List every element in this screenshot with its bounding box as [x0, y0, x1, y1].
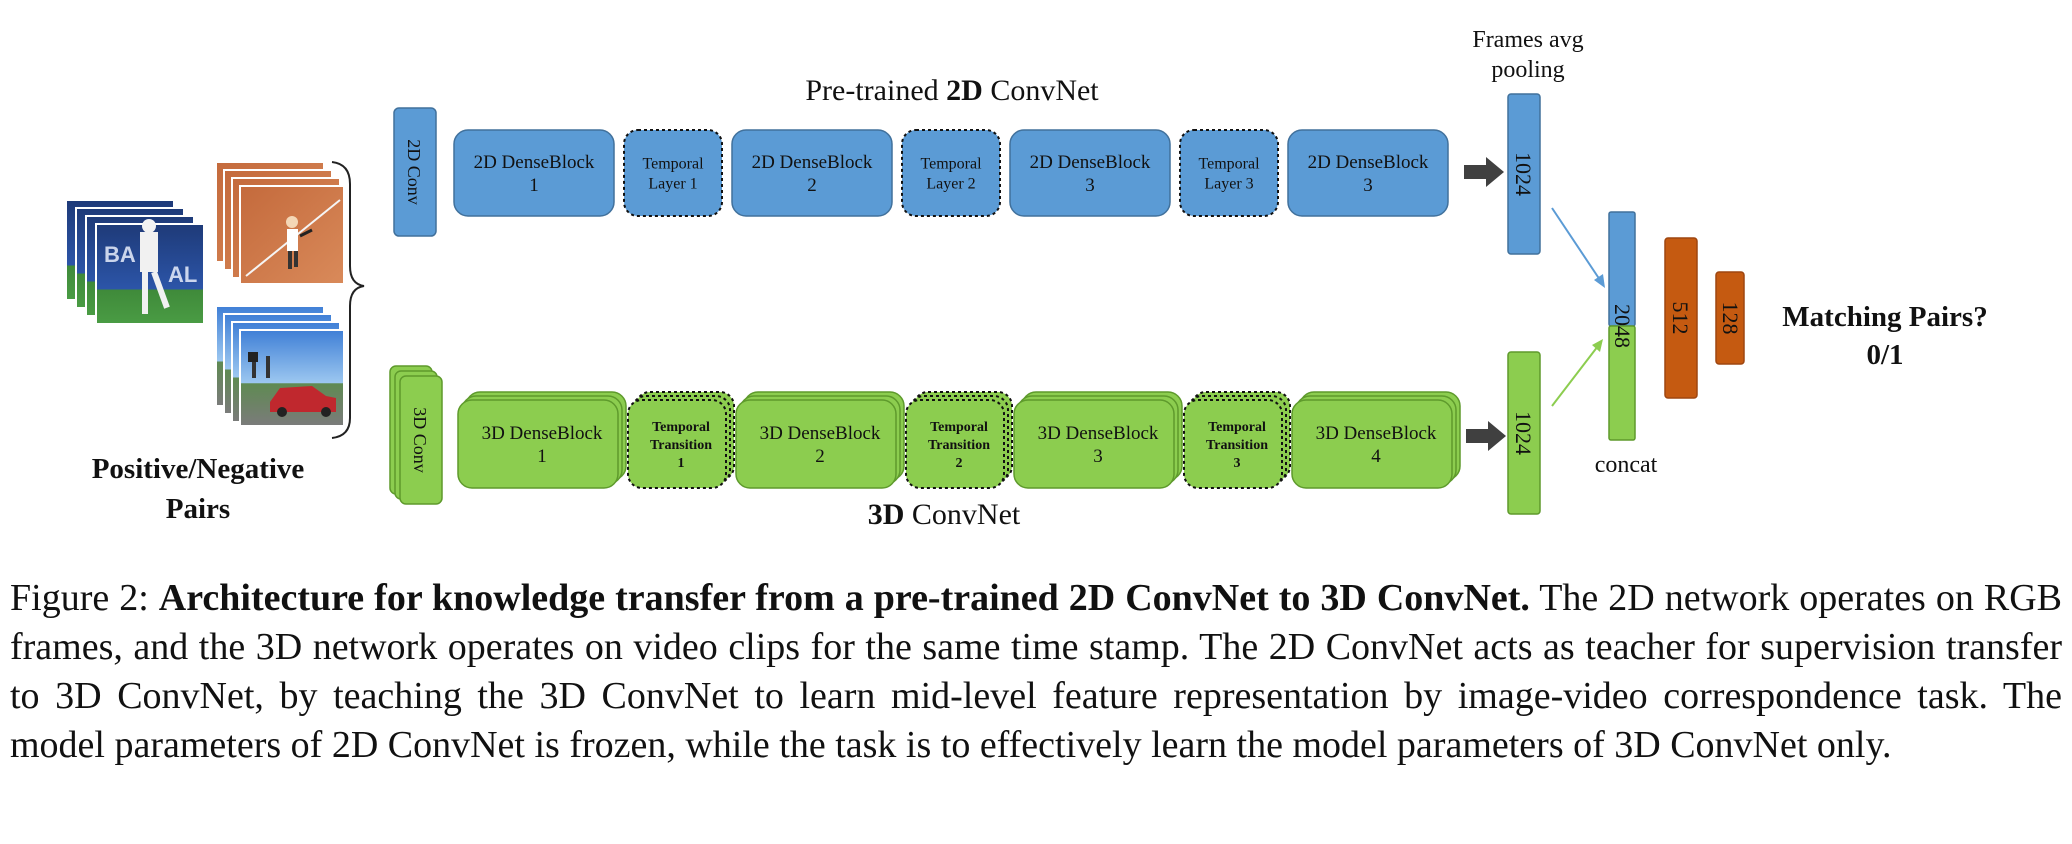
fc-512: 512	[1664, 237, 1698, 399]
net2d-conv: 2D Conv	[393, 107, 437, 237]
net3d-conv: 3D Conv	[389, 365, 443, 505]
net3d-block-6-line-2: Transition	[1206, 438, 1268, 453]
feature-2d-dim: 1024	[1511, 152, 1536, 196]
net3d-arrow	[1466, 421, 1506, 451]
fc-128-dim: 128	[1718, 302, 1743, 335]
net2d-block-4-line-1: Temporal	[920, 156, 982, 173]
concat-feature: 2048	[1608, 211, 1636, 441]
net3d-block-3-line-2: 2	[815, 446, 825, 467]
output-label-line2: 0/1	[1866, 339, 1903, 371]
net2d-block-1-line-2: 1	[529, 175, 539, 196]
net3d-block-7-line-1: 3D DenseBlock	[1316, 423, 1437, 444]
net2d-block-5-line-1: 2D DenseBlock	[1030, 152, 1151, 173]
net3d-block-2-line-1: Temporal	[652, 420, 710, 435]
net2d-block-6-line-1: Temporal	[1198, 156, 1260, 173]
pooling-label-line1: Frames avg	[1472, 27, 1583, 53]
feature-3d-dim: 1024	[1511, 411, 1536, 455]
net2d-block-1-line-1: 2D DenseBlock	[474, 152, 595, 173]
output-label-line1: Matching Pairs?	[1782, 301, 1987, 333]
input-brace	[331, 161, 365, 439]
net3d-block-5-line-1: 3D DenseBlock	[1038, 423, 1159, 444]
net3d-block-2-line-3: 1	[678, 456, 685, 471]
concat-label: concat	[1595, 452, 1658, 478]
net2d-block-7-line-2: 3	[1363, 175, 1373, 196]
net2d-block-4-line-2: Layer 2	[926, 176, 975, 193]
net2d-block-7-line-1: 2D DenseBlock	[1308, 152, 1429, 173]
fc-128: 128	[1715, 271, 1745, 365]
fc-512-dim: 512	[1668, 302, 1693, 335]
net2d-block-5-line-2: 3	[1085, 175, 1095, 196]
net3d-conv-label: 3D Conv	[410, 407, 430, 473]
street-frame-stack	[215, 305, 345, 427]
concat-arrows	[1551, 207, 1605, 407]
caption-prefix: Figure 2:	[10, 577, 159, 619]
net3d-block-4-line-2: Transition	[928, 438, 990, 453]
net2d-title: Pre-trained 2D ConvNet	[805, 74, 1099, 107]
architecture-diagram: BA AL	[65, 27, 1988, 531]
net3d-block-4-line-3: 2	[956, 456, 963, 471]
input-frames: BA AL	[65, 161, 365, 525]
net2d-block-2-line-2: Layer 1	[648, 176, 697, 193]
net3d-block-5-line-2: 3	[1093, 446, 1103, 467]
feature-2d: 1024	[1507, 93, 1541, 255]
net3d-block-3-line-1: 3D DenseBlock	[760, 423, 881, 444]
figure-caption: Figure 2: Architecture for knowledge tra…	[10, 574, 2062, 770]
net2d-block-6-line-2: Layer 3	[1204, 176, 1253, 193]
net3d-block-4-line-1: Temporal	[930, 420, 988, 435]
net3d-block-1-line-1: 3D DenseBlock	[482, 423, 603, 444]
feature-3d: 1024	[1507, 351, 1541, 515]
net3d-block-6-line-1: Temporal	[1208, 420, 1266, 435]
net3d-block-1-line-2: 1	[537, 446, 547, 467]
concat-dim: 2048	[1610, 304, 1635, 348]
pooling-label-line2: pooling	[1491, 57, 1564, 83]
svg-text:AL: AL	[168, 262, 197, 287]
input-label-line2: Pairs	[166, 493, 230, 525]
net2d-block-2-line-1: Temporal	[642, 156, 704, 173]
football-frame-stack: BA AL	[65, 199, 205, 325]
caption-body: The 2D network operates on RGB frames, a…	[10, 577, 2062, 766]
caption-title: Architecture for knowledge transfer from…	[158, 577, 1530, 619]
net3d-block-2-line-2: Transition	[650, 438, 712, 453]
input-label-line1: Positive/Negative	[92, 453, 305, 485]
net2d-block-3-line-1: 2D DenseBlock	[752, 152, 873, 173]
net3d-block-7-line-2: 4	[1371, 446, 1381, 467]
net3d-block-6-line-3: 3	[1234, 456, 1241, 471]
tennis-frame-stack	[215, 161, 345, 285]
svg-text:BA: BA	[104, 242, 136, 267]
net2d-arrow	[1464, 157, 1504, 187]
net3d-title: 3D ConvNet	[868, 498, 1021, 531]
net2d-conv-label: 2D Conv	[404, 139, 424, 205]
net2d-block-3-line-2: 2	[807, 175, 817, 196]
